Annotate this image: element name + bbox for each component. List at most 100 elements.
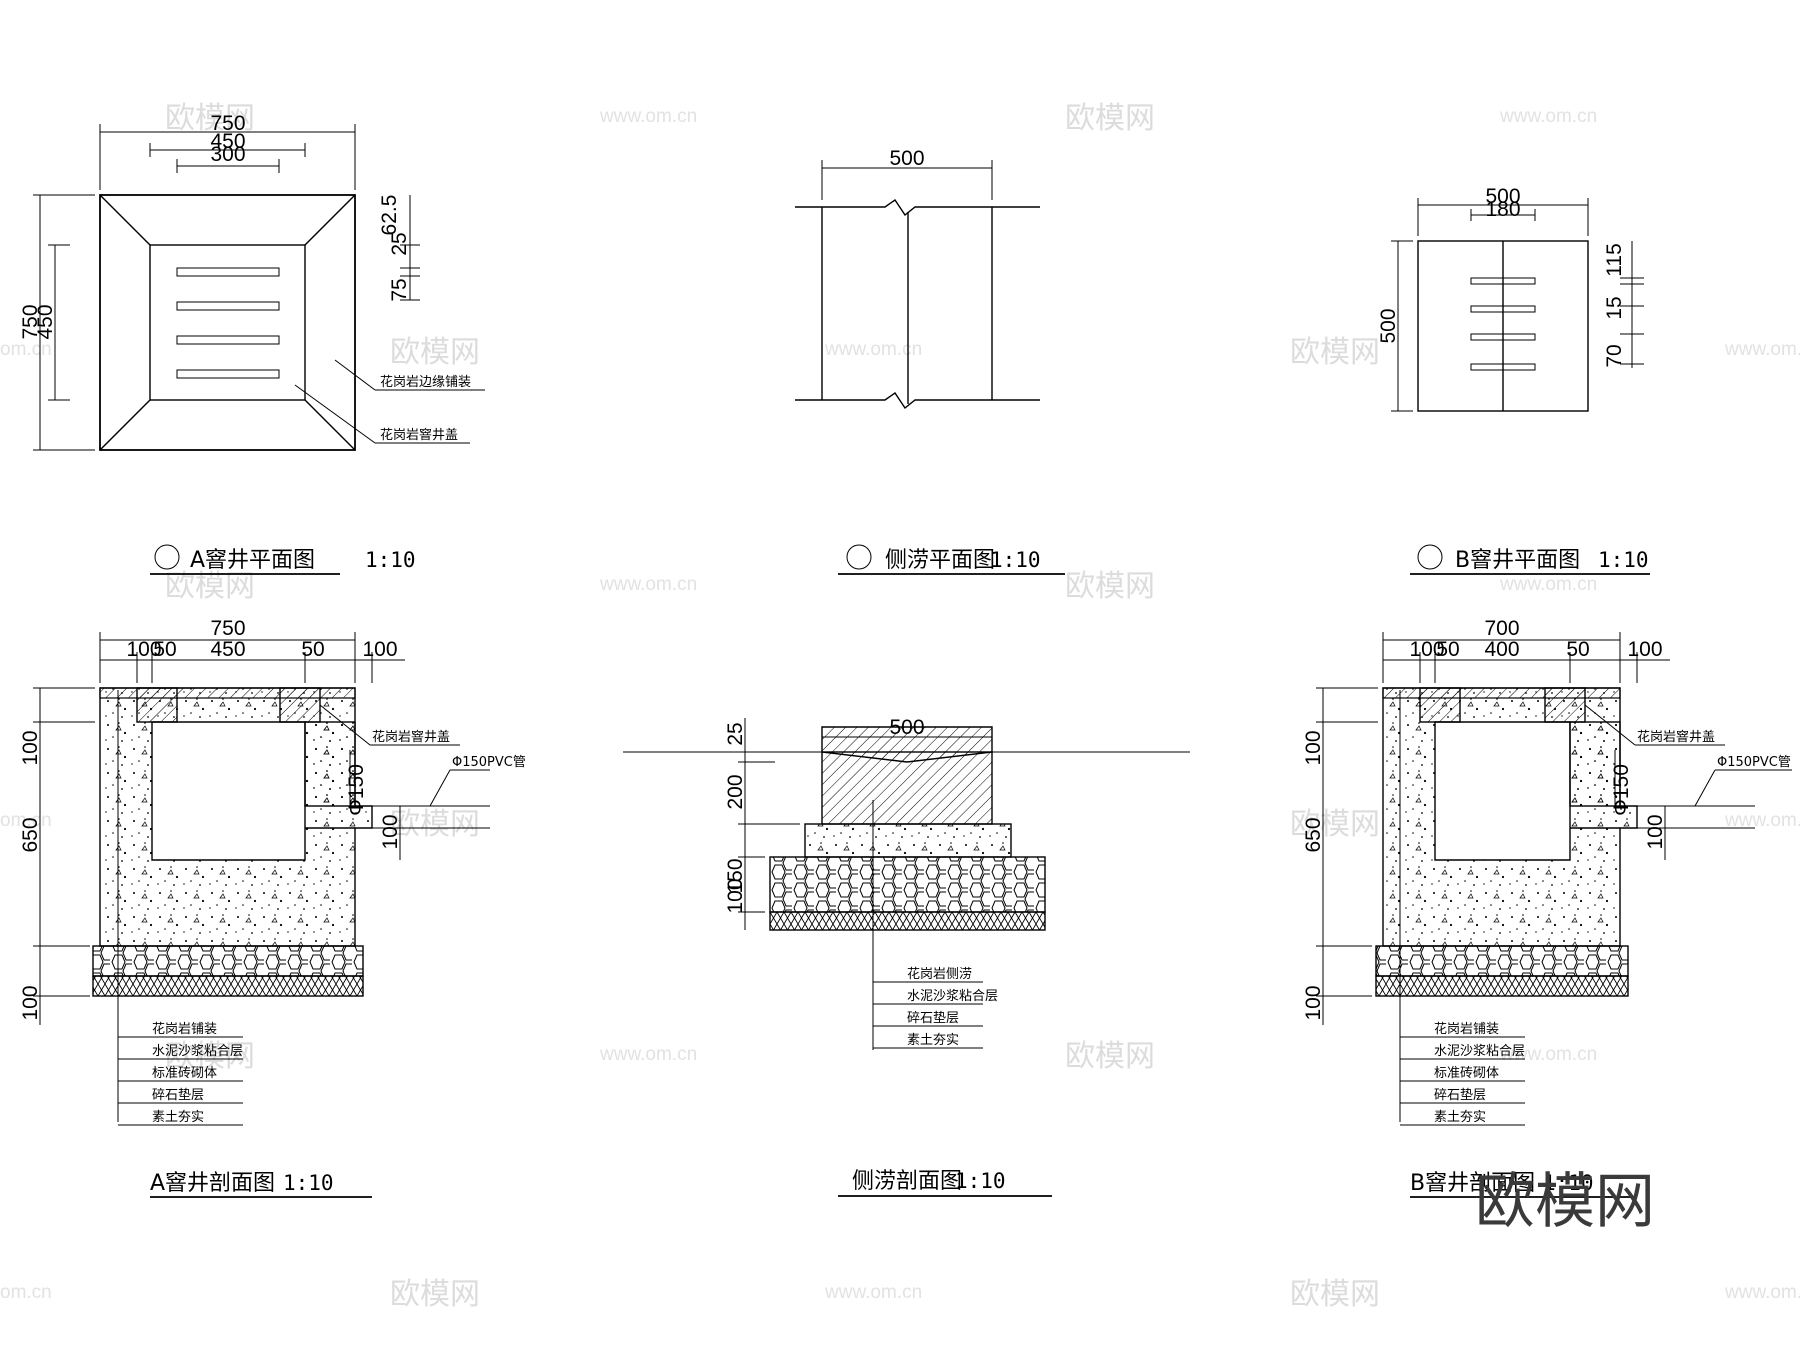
layer-label: 水泥沙浆粘合层 — [152, 1044, 243, 1059]
dim-label: 100 — [19, 730, 42, 765]
dim-label: 100 — [362, 638, 397, 661]
dim-label: 750 — [19, 304, 42, 339]
plan-a-slot — [176, 267, 280, 277]
dim-label: 100 — [1644, 814, 1667, 849]
watermark-url: www.om.cn — [1499, 574, 1597, 595]
watermark-url: www.om.cn — [824, 339, 922, 360]
label-pipe: Φ150PVC管 — [452, 755, 526, 770]
dim-label: 450 — [210, 130, 245, 153]
section-a-drawing: 750 100 50 450 50 100 100 650 100 Φ150 1… — [19, 617, 526, 1198]
paving-layer — [1382, 687, 1621, 699]
cover-right — [279, 687, 321, 723]
section-b-drawing: 700 100 50 400 50 100 100 650 100 Φ150 1… — [1302, 617, 1792, 1198]
dim-label: 500 — [889, 147, 924, 170]
plan-b-slot — [1470, 305, 1536, 313]
gravel-layer — [1375, 945, 1629, 977]
layer-label: 花岗岩铺装 — [152, 1021, 217, 1037]
layer-label: 素土夯实 — [907, 1033, 959, 1048]
dim-label: 100 — [1302, 985, 1325, 1020]
plan-b-drawing: 500 180 500 115 15 70 B窨井平面图 1:10 — [1377, 185, 1650, 575]
dim-label: 300 — [210, 143, 245, 166]
dim-label: 450 — [34, 304, 57, 339]
plan-b-title: B窨井平面图 — [1455, 548, 1580, 573]
watermark-url: www.om.cn — [1724, 810, 1800, 831]
title-number-circle — [1417, 544, 1443, 570]
section-side-drawing: 500 25 200 150 100 花岗岩侧涝水泥沙浆粘合层碎石垫层素土夯实 … — [623, 716, 1190, 1197]
dim-label: 450 — [210, 638, 245, 661]
watermark-url: om.cn — [0, 1282, 52, 1303]
section-a-title: A窨井剖面图 — [150, 1171, 275, 1196]
layer-label: 碎石垫层 — [907, 1010, 959, 1026]
dim-label: 700 — [1484, 617, 1519, 640]
watermark-url: www.om.cn — [599, 106, 697, 127]
dim-label: 100 — [1302, 730, 1325, 765]
watermark-logo: 欧模网 — [1065, 1039, 1155, 1074]
dim-label: 100 — [19, 985, 42, 1020]
plan-a-outer-edge — [99, 194, 356, 451]
layer-label: 标准砖砌体 — [1434, 1066, 1499, 1081]
label-edge-paving: 花岗岩边缘铺装 — [380, 374, 471, 390]
section-a-scale: 1:10 — [283, 1171, 334, 1195]
plan-b-slot — [1470, 333, 1536, 341]
dim-label: 50 — [1566, 638, 1589, 661]
layer-label: 花岗岩铺装 — [1434, 1021, 1499, 1037]
watermark-logo: 欧模网 — [1065, 569, 1155, 604]
dim-label: 100 — [1409, 638, 1444, 661]
watermark-url: om.cn — [0, 810, 52, 831]
dim-label: 50 — [153, 638, 176, 661]
plan-b-slot — [1470, 363, 1536, 371]
cover-left — [136, 687, 178, 723]
dim-label: 75 — [388, 278, 411, 301]
section-b-title: B窨井剖面图 — [1410, 1171, 1535, 1196]
watermark-url: www.om.cn — [1724, 339, 1800, 360]
plan-a-scale: 1:10 — [365, 548, 416, 572]
watermark-url: www.om.cn — [599, 574, 697, 595]
dim-label: 15 — [1603, 296, 1626, 319]
soil-layer — [1375, 975, 1629, 997]
label-cover: 花岗岩窨井盖 — [1637, 729, 1715, 745]
dim-label: 25 — [388, 232, 411, 255]
dim-label: 150 — [724, 858, 747, 893]
soil-layer — [92, 975, 364, 997]
plan-a-drawing: 750 450 300 750 450 62.5 25 75 花岗岩边缘铺装 花… — [19, 112, 485, 575]
plan-a-title: A窨井平面图 — [190, 548, 315, 573]
label-cover: 花岗岩窨井盖 — [380, 427, 458, 443]
layer-label: 碎石垫层 — [1434, 1087, 1486, 1103]
watermark-logo: 欧模网 — [390, 1277, 480, 1312]
watermark-logo: 欧模网 — [390, 807, 480, 842]
dim-label: 400 — [1484, 638, 1519, 661]
granite-curb — [821, 751, 993, 825]
plan-side-drawing: 500 侧涝平面图 1:10 — [795, 147, 1065, 575]
label-cover: 花岗岩窨井盖 — [372, 729, 450, 745]
break-line-bottom — [795, 392, 1040, 410]
section-side-scale: 1:10 — [955, 1169, 1006, 1193]
dim-label: 500 — [1377, 308, 1400, 343]
corner-logo-watermark: 欧模网 — [1475, 1167, 1655, 1237]
watermark-url: om.cn — [0, 339, 52, 360]
layer-label: 素土夯实 — [152, 1110, 204, 1125]
dim-label: 650 — [19, 817, 42, 852]
watermark-logo: 欧模网 — [390, 335, 480, 370]
watermark-logo: 欧模网 — [1290, 807, 1380, 842]
gravel-layer — [769, 856, 1046, 913]
dim-label: 500 — [889, 716, 924, 739]
layer-label: 碎石垫层 — [152, 1087, 204, 1103]
dim-label: 62.5 — [378, 195, 401, 236]
paving-layer — [99, 687, 356, 699]
plan-a-slot — [176, 369, 280, 379]
plan-a-slot — [176, 301, 280, 311]
dim-label: 750 — [210, 617, 245, 640]
layer-label: 花岗岩侧涝 — [907, 966, 972, 982]
watermark-layer: 欧模网 www.om.cn 欧模网 www.om.cn om.cn 欧模网 ww… — [0, 101, 1800, 1312]
soil-layer — [769, 911, 1046, 931]
dim-label: 25 — [724, 722, 747, 745]
watermark-url: www.om.cn — [1724, 1282, 1800, 1303]
watermark-url: www.om.cn — [824, 1282, 922, 1303]
watermark-logo: 欧模网 — [1065, 101, 1155, 136]
plan-a-cover — [149, 244, 306, 401]
dim-label: 115 — [1603, 243, 1626, 276]
plan-a-slot — [176, 335, 280, 345]
